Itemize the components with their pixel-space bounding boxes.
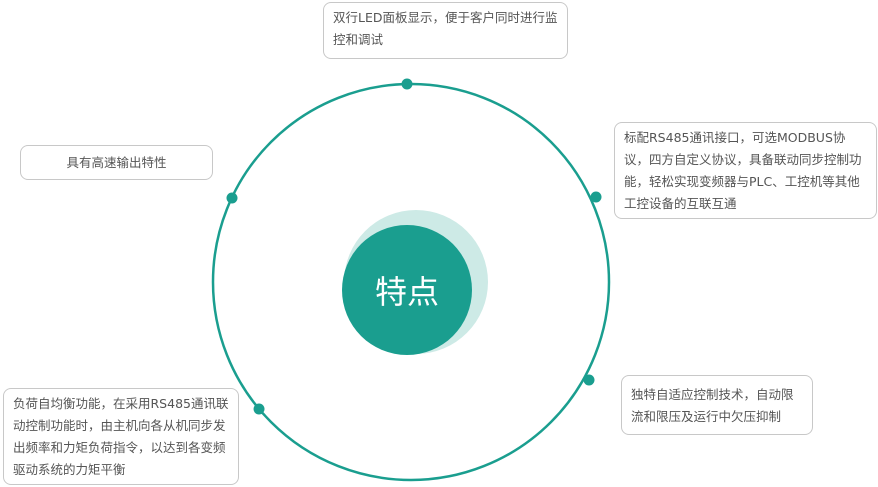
feature-box-load-balance: 负荷自均衡功能，在采用RS485通讯联动控制功能时，由主机向各从机同步发出频率和…	[3, 388, 239, 485]
feature-box-rs485: 标配RS485通讯接口，可选MODBUS协议，四方自定义协议，具备联动同步控制功…	[614, 122, 877, 219]
dot-right-upper	[590, 191, 602, 203]
dot-top	[401, 78, 413, 90]
center-disc	[342, 225, 472, 355]
feature-box-led: 双行LED面板显示，便于客户同时进行监控和调试	[323, 2, 568, 59]
feature-box-adaptive: 独特自适应控制技术，自动限流和限压及运行中欠压抑制	[621, 375, 813, 435]
feature-box-high-speed: 具有高速输出特性	[20, 145, 213, 180]
dot-left-lower	[253, 403, 265, 415]
dot-left-upper	[226, 192, 238, 204]
dot-right-lower	[583, 374, 595, 386]
center-label: 特点	[374, 273, 439, 311]
